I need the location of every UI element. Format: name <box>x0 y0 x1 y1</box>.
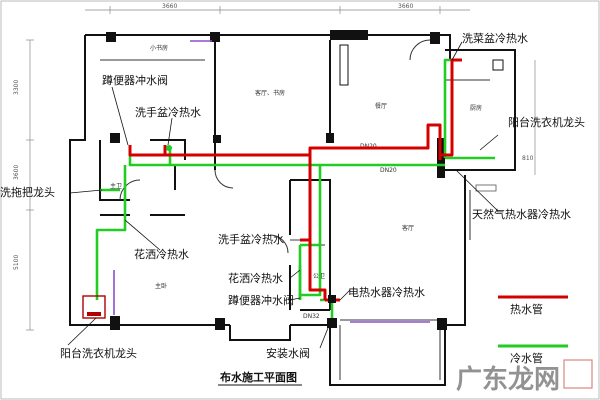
label-electric-heater: 电热水器冷热水 <box>348 286 425 299</box>
label-toilet-flush-mid: 蹲便器冲水阀 <box>228 293 294 307</box>
pipe-size-dn20-lower: DN20 <box>380 167 397 174</box>
label-shower-mid: 花洒冷热水 <box>228 272 283 285</box>
diagram-title: 布水施工平面图 <box>220 370 297 384</box>
label-mop-faucet: 洗拖把龙头 <box>0 185 55 199</box>
room-guest: 客厅 <box>402 224 414 232</box>
cold-water-pipes <box>95 58 495 318</box>
label-washer-right-1: 阳台洗衣机龙头 <box>508 115 585 129</box>
watermark-seal <box>563 359 593 389</box>
callout-leaders <box>67 41 499 349</box>
room-living: 客厅、书房 <box>255 89 285 97</box>
dim-left-upper: 3300 <box>13 80 20 95</box>
gas-heater-icon <box>475 184 497 192</box>
washer-icon <box>82 295 106 319</box>
label-sink-top-right: 洗菜盆冷热水 <box>462 31 528 45</box>
room-master-bath: 主卫 <box>110 182 122 190</box>
dim-top-right: 3660 <box>398 3 413 10</box>
pipe-size-dn32: DN32 <box>303 313 320 320</box>
dim-right-side: 810 <box>522 155 534 162</box>
walls <box>69 34 516 386</box>
label-gas-heater: 天然气热水器冷热水 <box>472 207 571 221</box>
room-master-bed: 主卧 <box>155 282 167 290</box>
basin-faucet-icon <box>166 145 172 151</box>
label-toilet-flush-top: 蹲便器冲水阀 <box>102 73 168 87</box>
label-valve: 安装水阀 <box>266 346 310 360</box>
legend-cold-label: 冷水管 <box>510 351 543 365</box>
room-study: 小书房 <box>150 44 168 52</box>
dimension-lines <box>26 6 536 331</box>
watermark-text: 广东龙网 <box>456 364 560 395</box>
label-basin-top: 洗手盆冷热水 <box>135 105 201 119</box>
label-shower-left: 花洒冷热水 <box>134 248 189 261</box>
water-valve-icon <box>328 295 336 303</box>
dim-left-mid: 3600 <box>13 165 20 180</box>
legend: 热水管 冷水管 <box>498 295 568 365</box>
label-basin-mid: 洗手盆冷热水 <box>218 232 284 246</box>
dim-top-left: 3660 <box>162 3 177 10</box>
room-kitchen: 厨房 <box>470 104 482 112</box>
dim-left-lower: 5100 <box>13 255 20 270</box>
label-washer-bottom-left: 阳台洗衣机龙头 <box>60 346 137 360</box>
room-dining: 餐厅 <box>375 102 387 110</box>
hot-water-pipes <box>128 58 462 302</box>
legend-hot-label: 热水管 <box>510 302 543 316</box>
